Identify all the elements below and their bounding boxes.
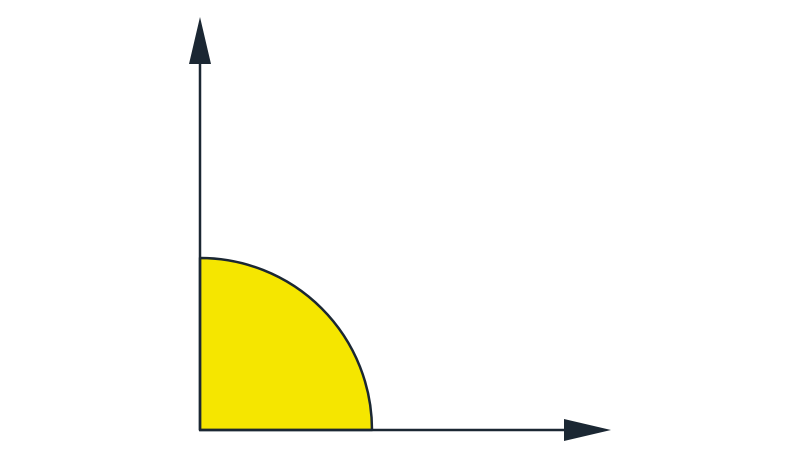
x-axis-arrowhead-icon bbox=[564, 419, 611, 441]
y-axis-arrowhead-icon bbox=[189, 17, 211, 64]
quarter-circle-region bbox=[198, 256, 374, 432]
